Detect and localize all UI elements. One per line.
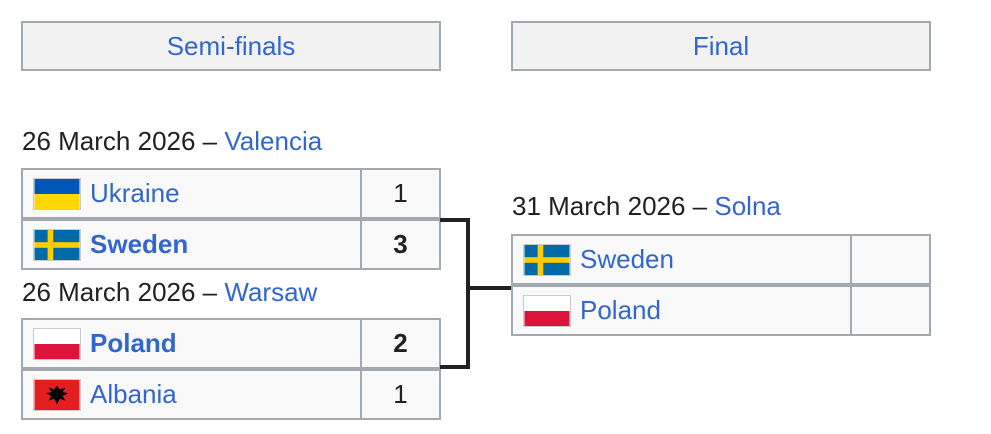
sweden-flag-icon [33,228,81,261]
team-score-cell [850,234,931,285]
team-name-cell: Ukraine [21,168,362,219]
team-name-link[interactable]: Albania [90,379,177,409]
semifinal-2-team-b-row: Albania 1 [21,369,441,420]
semifinal-2-date: 26 March 2026 [22,277,196,307]
bracket-connector-vertical [466,218,470,369]
team-name-cell: Albania [21,369,362,420]
final-separator: – [685,191,715,221]
semifinal-1-label: 26 March 2026 – Valencia [22,126,322,156]
team-name-cell: Sweden [21,219,362,270]
poland-flag-icon [33,327,81,360]
team-name-link[interactable]: Sweden [580,244,674,274]
team-score-cell: 1 [360,168,441,219]
team-name-link[interactable]: Ukraine [90,178,180,208]
round-header-final: Final [511,21,931,71]
sweden-flag-icon [523,243,571,276]
semifinal-1-team-b-row: Sweden 3 [21,219,441,270]
semifinals-link[interactable]: Semi-finals [166,30,296,61]
bracket-connector-bottom-horizontal [440,365,470,369]
poland-flag-icon [523,294,571,327]
bracket-connector-top-horizontal [440,218,470,222]
semifinal-1-date: 26 March 2026 [22,126,196,156]
ukraine-flag-icon [33,177,81,210]
team-name-link[interactable]: Poland [90,328,177,358]
team-name-link[interactable]: Poland [580,295,661,325]
semifinal-1-venue-link[interactable]: Valencia [224,126,323,156]
final-team-b-row: Poland [511,285,931,336]
round-header-semifinals: Semi-finals [21,21,441,71]
semifinal-2-label: 26 March 2026 – Warsaw [22,277,317,307]
team-name-cell: Poland [21,318,362,369]
team-score-cell: 3 [360,219,441,270]
team-name-link[interactable]: Sweden [90,229,189,259]
final-team-a-row: Sweden [511,234,931,285]
final-label: 31 March 2026 – Solna [512,191,781,221]
semifinal-1-team-a-row: Ukraine 1 [21,168,441,219]
bracket-connector-to-final [466,286,512,290]
semifinal-1-separator: – [195,126,225,156]
final-link[interactable]: Final [692,30,750,61]
albania-flag-icon [33,378,81,411]
final-venue-link[interactable]: Solna [714,191,781,221]
semifinal-2-venue-link[interactable]: Warsaw [224,277,318,307]
semifinal-2-separator: – [195,277,225,307]
team-score-cell: 1 [360,369,441,420]
team-name-cell: Poland [511,285,852,336]
team-score-cell [850,285,931,336]
team-name-cell: Sweden [511,234,852,285]
final-date: 31 March 2026 [512,191,686,221]
team-score-cell: 2 [360,318,441,369]
semifinal-2-team-a-row: Poland 2 [21,318,441,369]
